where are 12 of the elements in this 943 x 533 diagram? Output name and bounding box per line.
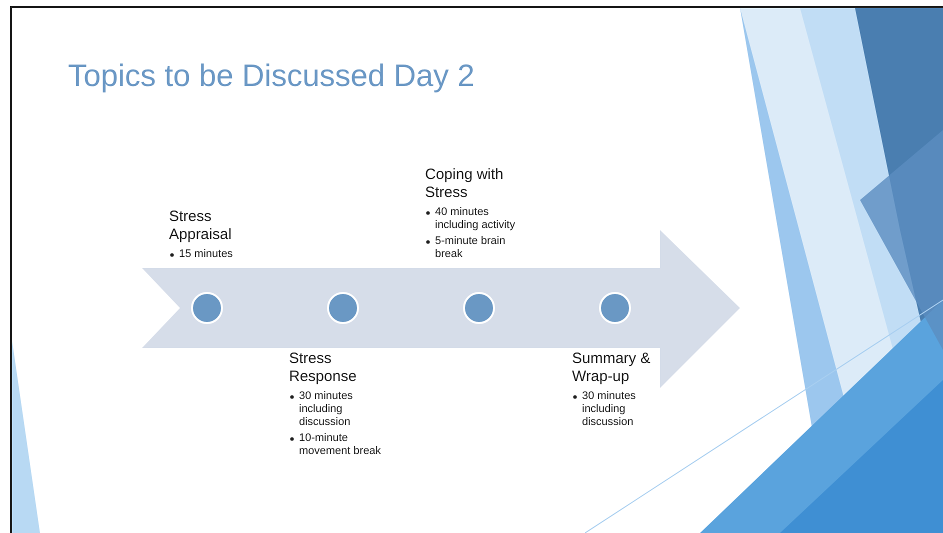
milestone-heading: Stress Response (289, 350, 358, 386)
milestone-heading: Coping with Stress (425, 166, 504, 202)
bullet-text: 10-minute movement break (299, 432, 381, 457)
bullet-text: 15 minutes (179, 248, 233, 260)
bullet-text: 5-minute brain break (435, 235, 506, 260)
slide-title: Topics to be Discussed Day 2 (68, 58, 475, 94)
milestone-heading: Summary & Wrap-up (572, 350, 652, 386)
milestone-heading: Stress Appraisal (169, 208, 233, 244)
timeline-arrow (142, 230, 740, 388)
bullet-text: 40 minutes including activity (435, 206, 516, 231)
bullet-text: 30 minutes including discussion (299, 390, 353, 428)
bullet-text: 30 minutes including discussion (582, 390, 636, 428)
